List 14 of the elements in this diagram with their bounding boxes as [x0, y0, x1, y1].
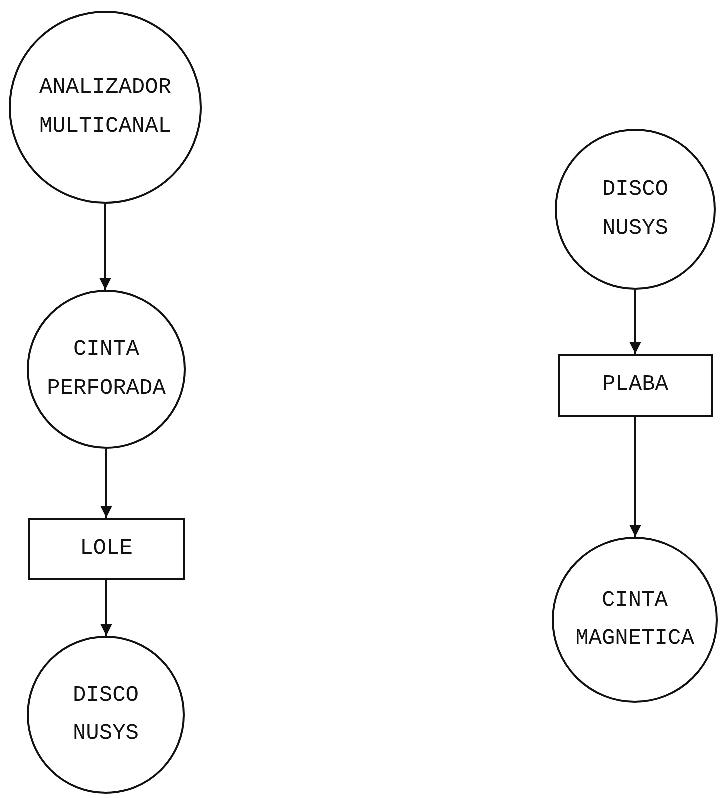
process-box	[28, 518, 185, 580]
node-label: DISCO NUSYS	[601, 176, 670, 242]
process-box	[558, 354, 713, 417]
arrow	[100, 204, 112, 290]
node-label: DISCO NUSYS	[72, 682, 140, 748]
node-label: CINTA MAGNETICA	[574, 586, 696, 653]
arrow	[100, 580, 112, 636]
node-label: PLABA	[601, 371, 670, 400]
node-label: CINTA PERFORADA	[46, 336, 167, 402]
node-label: LOLE	[79, 534, 134, 563]
arrow	[630, 290, 642, 354]
node-label: ANALIZADOR MULTICANAL	[38, 74, 173, 140]
arrow	[100, 449, 112, 518]
arrow	[630, 417, 642, 537]
